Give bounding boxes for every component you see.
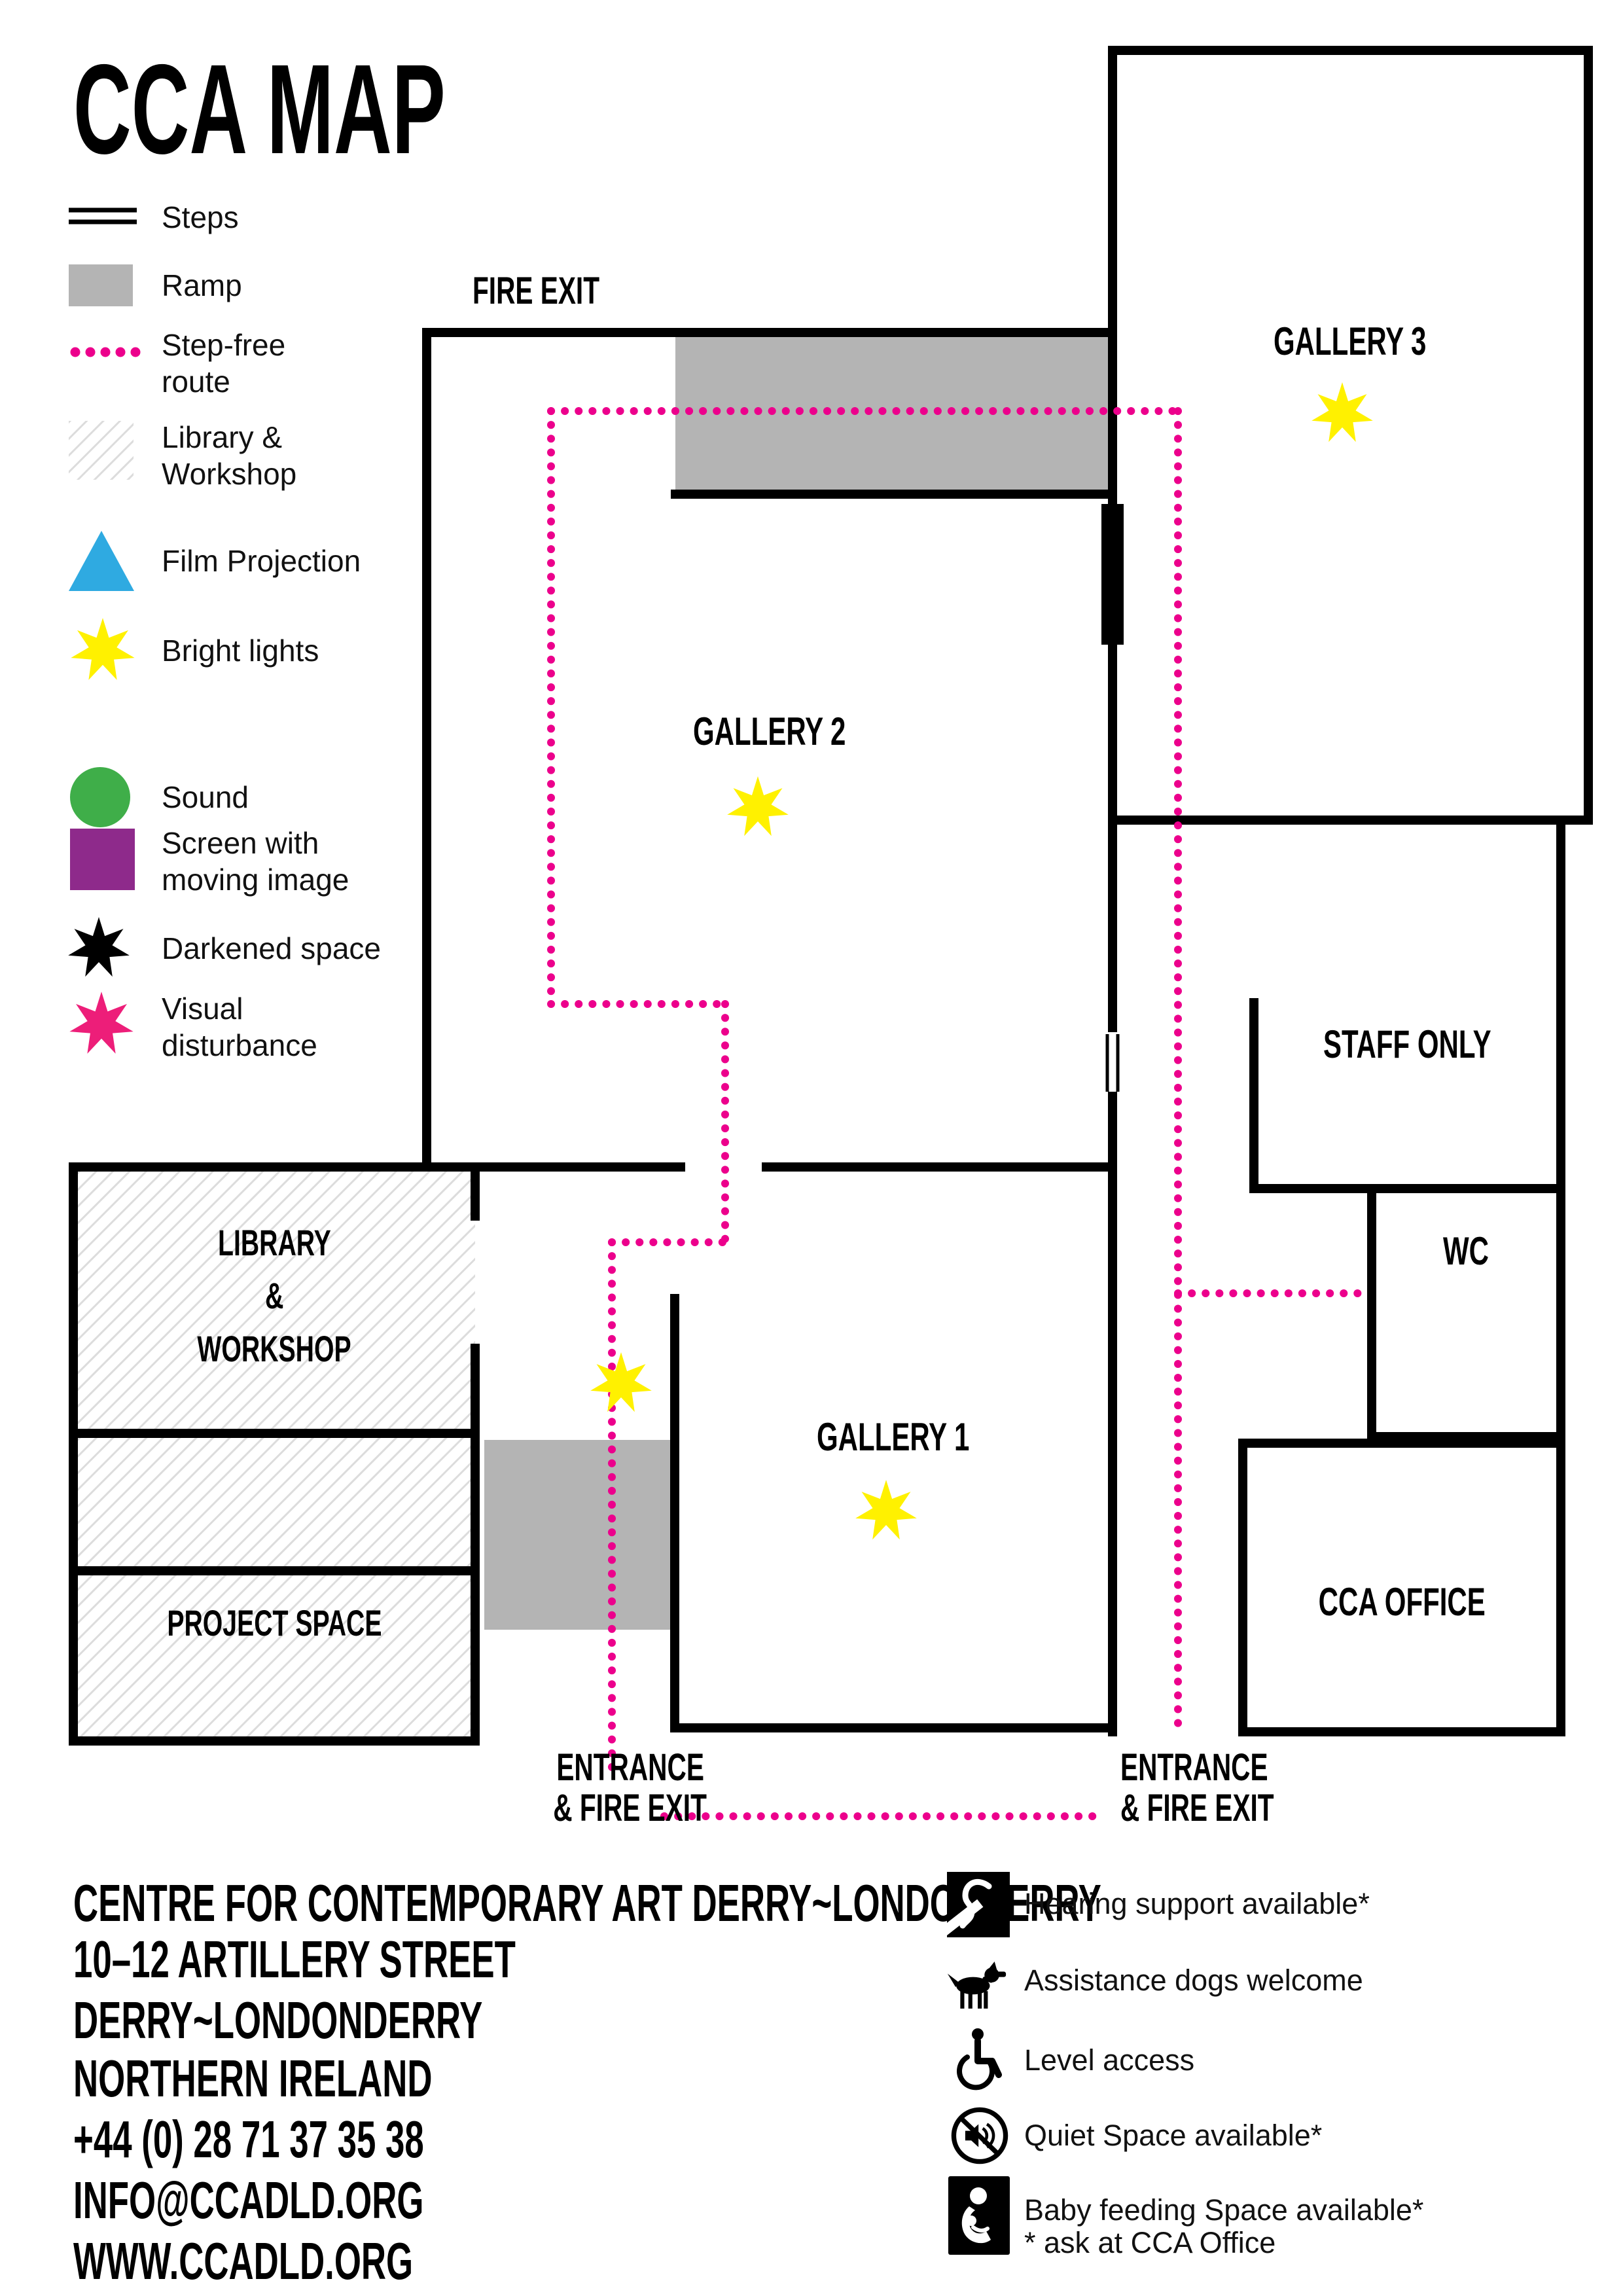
accessibility-label: Hearing support available* bbox=[1024, 1887, 1370, 1920]
legend-library-label: Library & bbox=[162, 420, 283, 454]
legend-sound-label: Sound bbox=[162, 780, 249, 814]
room-label-staff-only: STAFF ONLY bbox=[1323, 1022, 1491, 1066]
visual-disturbance-icon bbox=[69, 992, 134, 1054]
accessibility-label: Baby feeding Space available* bbox=[1024, 2193, 1424, 2227]
room-label-gallery3: GALLERY 3 bbox=[1274, 319, 1427, 363]
step-free-route-icon bbox=[70, 347, 141, 357]
legend-visual-label2: disturbance bbox=[162, 1028, 317, 1062]
entrance-right-line2: & FIRE EXIT bbox=[1120, 1787, 1274, 1829]
film-projection-icon bbox=[69, 531, 134, 591]
baby-feeding-icon bbox=[948, 2176, 1010, 2255]
legend-bright-label: Bright lights bbox=[162, 634, 319, 668]
star-gallery2 bbox=[727, 776, 789, 836]
level-access-icon bbox=[957, 2028, 1002, 2090]
legend-step-free-label: Step-free bbox=[162, 328, 286, 362]
assistance-dog-icon bbox=[947, 1962, 1007, 2009]
library-workshop-icon bbox=[69, 421, 134, 480]
accessibility-label: Level access bbox=[1024, 2043, 1195, 2077]
darkened-space-icon bbox=[68, 917, 130, 977]
accessibility-label: Quiet Space available* bbox=[1024, 2119, 1323, 2152]
library-workshop-hatch bbox=[73, 1167, 475, 1741]
star-gallery3 bbox=[1311, 382, 1373, 442]
room-label-gallery2: GALLERY 2 bbox=[693, 709, 846, 753]
star-gallery1 bbox=[855, 1480, 917, 1540]
legend-darkened-label: Darkened space bbox=[162, 931, 381, 965]
room-label-cca-office: CCA OFFICE bbox=[1318, 1580, 1486, 1624]
room-label-gallery1: GALLERY 1 bbox=[817, 1415, 970, 1459]
legend-screen-label: Screen with bbox=[162, 826, 319, 860]
address-line: INFO@CCADLD.ORG bbox=[73, 2171, 424, 2229]
room-label-library-3: WORKSHOP bbox=[197, 1328, 351, 1369]
steps-marker bbox=[1105, 1034, 1120, 1092]
page-title: CCA MAP bbox=[73, 38, 446, 181]
step-free-route bbox=[547, 407, 1368, 1820]
screen-icon bbox=[70, 829, 135, 890]
hearing-support-icon bbox=[947, 1872, 1010, 1937]
address-line: 10–12 ARTILLERY STREET bbox=[73, 1930, 516, 1988]
accessibility-label: Assistance dogs welcome bbox=[1024, 1964, 1363, 1997]
sound-icon bbox=[70, 767, 130, 827]
steps-icon bbox=[69, 207, 137, 224]
bright-lights-markers bbox=[590, 382, 1373, 1540]
entrance-right-line1: ENTRANCE bbox=[1120, 1746, 1268, 1789]
room-label-library-2: & bbox=[264, 1275, 284, 1316]
room-label-wc: WC bbox=[1443, 1229, 1489, 1273]
address-line: WWW.CCADLD.ORG bbox=[73, 2232, 414, 2290]
legend-library-label2: Workshop bbox=[162, 457, 297, 491]
entrance-left-line1: ENTRANCE bbox=[556, 1746, 704, 1789]
quiet-space-icon bbox=[951, 2107, 1008, 2164]
bright-lights-icon bbox=[71, 618, 135, 680]
address-line: CENTRE FOR CONTEMPORARY ART DERRY~LONDON… bbox=[73, 1874, 1101, 1932]
entrance-left-line2: & FIRE EXIT bbox=[553, 1787, 707, 1829]
legend-ramp-label: Ramp bbox=[162, 268, 242, 302]
fire-exit-label: FIRE EXIT bbox=[473, 270, 600, 312]
star-corridor bbox=[590, 1352, 652, 1412]
ramp-icon bbox=[69, 264, 133, 306]
room-label-project-space: PROJECT SPACE bbox=[166, 1602, 382, 1643]
legend-step-free-label2: route bbox=[162, 365, 230, 399]
address-line: DERRY~LONDONDERRY bbox=[73, 1991, 483, 2049]
accessibility-label-note: * ask at CCA Office bbox=[1024, 2226, 1276, 2259]
legend-steps-label: Steps bbox=[162, 200, 239, 234]
legend-screen-label2: moving image bbox=[162, 863, 349, 897]
legend-film-label: Film Projection bbox=[162, 544, 361, 578]
lower-ramp bbox=[484, 1440, 670, 1630]
address-line: +44 (0) 28 71 37 35 38 bbox=[73, 2110, 424, 2168]
room-label-library-1: LIBRARY bbox=[217, 1222, 331, 1263]
legend-visual-label: Visual bbox=[162, 992, 243, 1026]
address-line: NORTHERN IRELAND bbox=[73, 2049, 433, 2108]
